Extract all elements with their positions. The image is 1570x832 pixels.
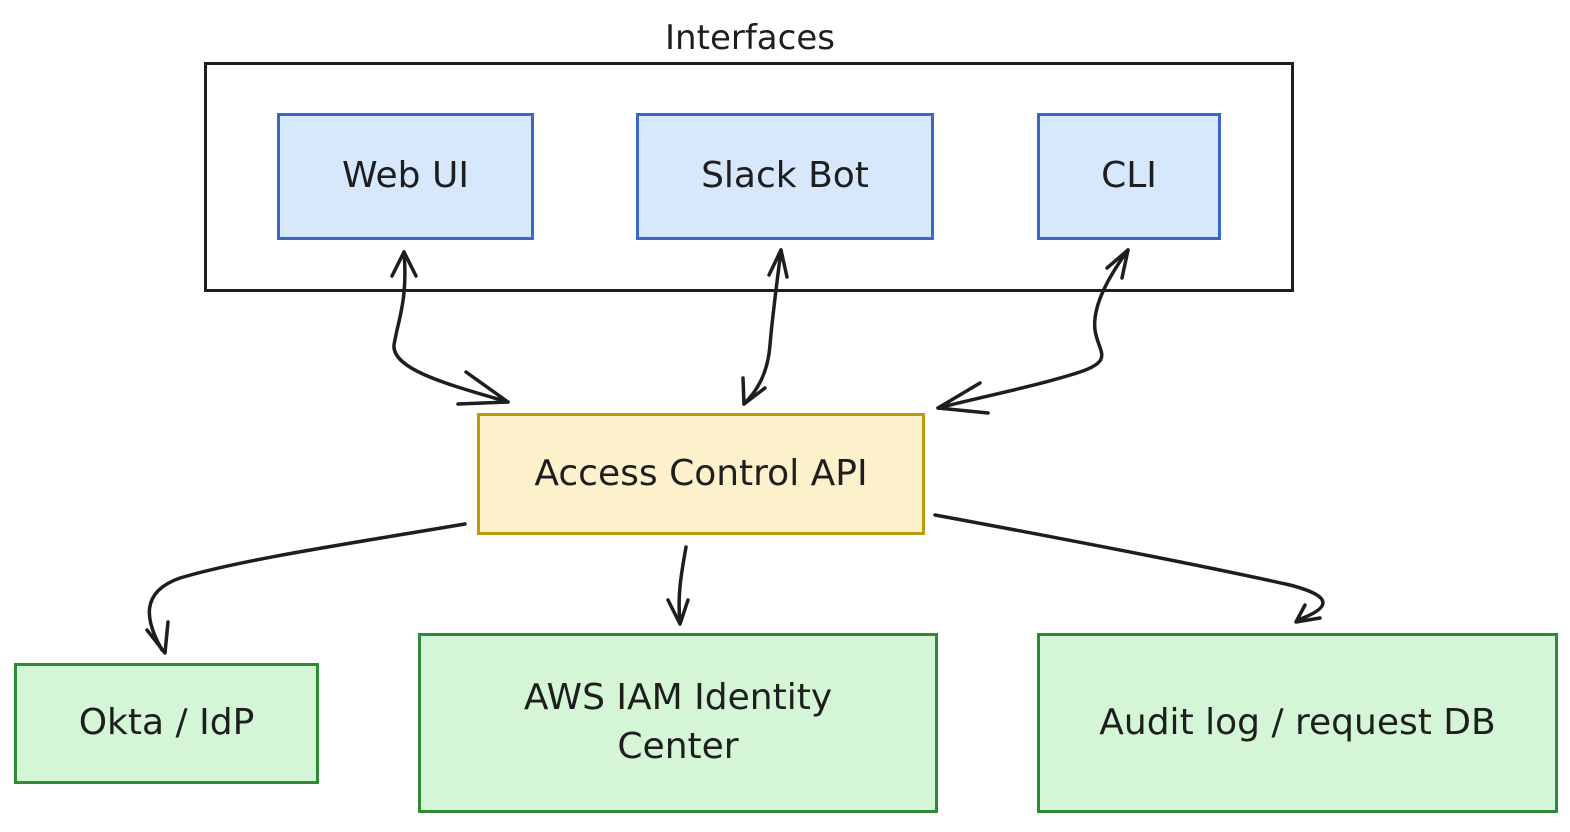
web-ui-label: Web UI (342, 155, 469, 197)
interfaces-group-title: Interfaces (665, 18, 835, 58)
api-okta-connector (147, 522, 467, 652)
cli-node: CLI (1037, 113, 1221, 240)
web-ui-node: Web UI (277, 113, 534, 240)
aws-iam-identity-center-node: AWS IAM Identity Center (418, 633, 938, 813)
slack-bot-api-connector (742, 248, 783, 406)
slack-bot-label: Slack Bot (701, 155, 869, 197)
api-arrowhead-icon (456, 370, 510, 406)
okta-arrowhead-icon (145, 620, 170, 655)
api-arrowhead-icon (936, 381, 990, 415)
web-ui-arrowhead-icon (390, 250, 418, 278)
audit-arrowhead-icon (1294, 603, 1322, 624)
slack-bot-node: Slack Bot (636, 113, 934, 240)
audit-log-node: Audit log / request DB (1037, 633, 1558, 813)
okta-idp-label: Okta / IdP (78, 702, 255, 744)
access-control-api-node: Access Control API (477, 413, 925, 535)
audit-log-label: Audit log / request DB (1099, 701, 1496, 743)
slack-bot-arrowhead-icon (767, 248, 789, 279)
access-control-api-label: Access Control API (534, 452, 868, 494)
api-arrowhead-icon (741, 376, 767, 406)
web-ui-api-connector (392, 250, 510, 404)
api-audit-connector (933, 513, 1325, 622)
cli-arrowhead-icon (1105, 248, 1130, 280)
cli-label: CLI (1101, 155, 1157, 197)
okta-idp-node: Okta / IdP (14, 663, 319, 784)
cli-api-connector (936, 248, 1130, 410)
interfaces-group (204, 62, 1294, 292)
aws-iam-identity-center-label: AWS IAM Identity Center (523, 677, 833, 767)
api-aws-connector (677, 545, 688, 624)
aws-arrowhead-icon (666, 598, 690, 626)
